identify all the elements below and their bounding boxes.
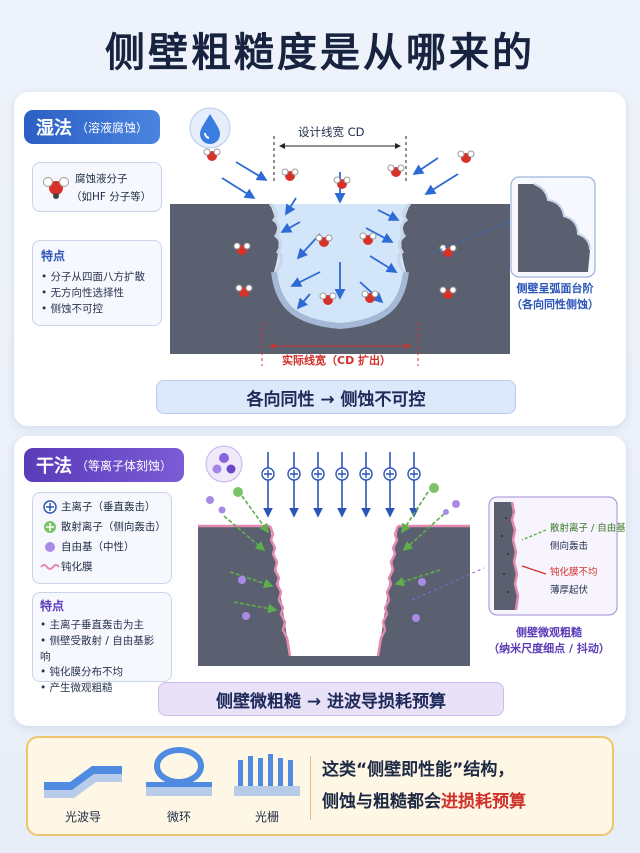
- dry-feature-item: • 钝化膜分布不均: [40, 666, 124, 679]
- wet-header-subtitle: （溶液腐蚀）: [76, 120, 149, 135]
- dry-inset-caption: 侧壁微观粗糙 （纳米尺度细点 / 抖动）: [488, 626, 610, 655]
- molecule-legend-name: 腐蚀液分子: [75, 173, 128, 185]
- dry-inset-thickness-label: 薄厚起伏: [550, 585, 589, 596]
- wet-feature-item: • 无方向性选择性: [41, 286, 125, 299]
- wet-etch-diagram: [170, 122, 510, 366]
- conclusion-text: 这类“侧壁即性能”结构， 侧蚀与粗糙都会进损耗预算: [322, 754, 612, 818]
- scatter-ion-icon: [43, 521, 56, 533]
- wet-inset-caption: 侧壁呈弧面台阶 （各向同性侧蚀）: [511, 282, 599, 311]
- dry-feature-item: • 产生微观粗糙: [40, 682, 113, 694]
- main-ion-arrows: [261, 452, 421, 518]
- wet-header-title: 湿法: [36, 118, 72, 139]
- dry-legend: 主离子（垂直轰击） 散射离子（侧向轰击） 自由基（中性） 钝化膜: [32, 492, 172, 584]
- page-title: 侧壁粗糙度是从哪来的: [105, 30, 535, 76]
- dry-header-subtitle: （等离子体刻蚀）: [76, 458, 173, 473]
- wet-etch-panel: 湿法 （溶液腐蚀） 腐蚀液分子 （如HF 分子等） 特点 • 分子从四面八方扩散…: [14, 92, 626, 426]
- wet-header: 湿法 （溶液腐蚀）: [24, 110, 161, 144]
- dry-inset-scatter-label: 散射离子 / 自由基: [550, 523, 626, 534]
- legend-scatter-ion: 散射离子（侧向轰击）: [39, 517, 166, 537]
- dry-sidewall-inset: [488, 496, 618, 616]
- dry-features-title: 特点: [40, 599, 65, 613]
- wet-sidewall-inset: [510, 176, 596, 278]
- microring-label: 微环: [166, 810, 191, 824]
- passivation-film-icon: [40, 564, 60, 570]
- waveguide-label: 光波导: [64, 810, 101, 824]
- dry-feature-item: • 侧壁受散射 / 自由基影响: [40, 634, 155, 663]
- microring-icon: [146, 747, 212, 796]
- conclusion-line-1: 这类“侧壁即性能”结构，: [322, 760, 515, 780]
- dry-feature-item: • 主离子垂直轰击为主: [40, 619, 145, 631]
- legend-passivation: 钝化膜: [39, 557, 165, 577]
- dry-etch-diagram: [198, 452, 484, 666]
- wet-features-box: 特点 • 分子从四面八方扩散 • 无方向性选择性 • 侧蚀不可控: [32, 240, 162, 326]
- waveguide-icon: [44, 766, 122, 798]
- water-drop-icon: [189, 107, 231, 149]
- molecule-legend: 腐蚀液分子 （如HF 分子等）: [32, 162, 162, 212]
- divider: [310, 756, 311, 820]
- etchant-molecules: [203, 148, 475, 305]
- radical-icon: [45, 542, 55, 552]
- design-cd-label: 设计线宽 CD: [298, 125, 365, 139]
- wet-features-title: 特点: [41, 249, 66, 263]
- grating-icon: [234, 754, 300, 796]
- actual-cd-label: 实际线宽（CD 扩出）: [282, 354, 392, 367]
- wet-feature-item: • 侧蚀不可控: [41, 303, 104, 316]
- dry-summary: 侧壁微粗糙 → 进波导损耗预算: [158, 682, 504, 716]
- dry-inset-lateral-label: 侧向轰击: [550, 541, 589, 552]
- conclusion-card: 光波导 微环 光栅 这类“侧壁即性能”结构， 侧蚀与粗糙都会进损耗预算: [26, 736, 614, 836]
- dry-header: 干法 （等离子体刻蚀）: [24, 448, 185, 482]
- dry-inset-passivation-label: 钝化膜不均: [550, 567, 598, 578]
- wet-feature-item: • 分子从四面八方扩散: [41, 270, 146, 283]
- dry-header-title: 干法: [36, 456, 72, 477]
- plasma-icon: [205, 445, 243, 483]
- legend-main-ion: 主离子（垂直轰击）: [39, 497, 165, 517]
- legend-radical: 自由基（中性）: [39, 537, 165, 557]
- dry-etch-panel: 干法 （等离子体刻蚀） 主离子（垂直轰击） 散射离子（侧向轰击） 自由基（中性）…: [14, 436, 626, 726]
- conclusion-highlight: 进损耗预算: [441, 792, 526, 812]
- wet-summary: 各向同性 → 侧蚀不可控: [156, 380, 516, 414]
- molecule-legend-example: （如HF 分子等）: [71, 191, 152, 203]
- dry-features-box: 特点 • 主离子垂直轰击为主 • 侧壁受散射 / 自由基影响 • 钝化膜分布不均…: [32, 592, 172, 694]
- molecule-icon: [43, 177, 69, 199]
- conclusion-line-2: 侧蚀与粗糙都会进损耗预算: [322, 792, 526, 812]
- grating-label: 光栅: [254, 810, 279, 824]
- main-ion-icon: [43, 500, 57, 514]
